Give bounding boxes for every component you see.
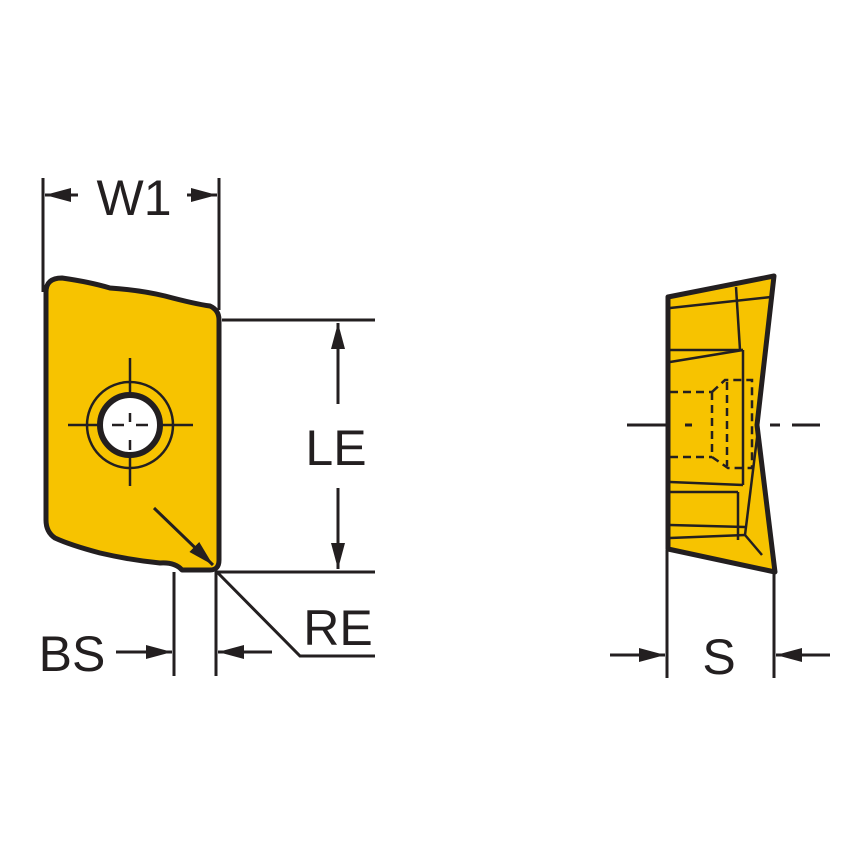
- bs-label: BS: [39, 626, 106, 682]
- s-dimension: [610, 550, 830, 678]
- w1-dimension: [41, 178, 221, 310]
- re-label: RE: [303, 600, 372, 656]
- le-label: LE: [305, 420, 366, 476]
- re-leader: [213, 568, 375, 658]
- bs-dimension: [116, 572, 272, 676]
- insert-side-view: [627, 273, 820, 575]
- s-label: S: [702, 629, 735, 685]
- hidden-hole-lines: [670, 378, 754, 470]
- le-dimension: [215, 318, 375, 574]
- hole-centerlines: [68, 358, 193, 486]
- insert-top-view: [43, 275, 222, 573]
- re-leader-arrow: [152, 506, 215, 567]
- w1-label: W1: [97, 170, 172, 226]
